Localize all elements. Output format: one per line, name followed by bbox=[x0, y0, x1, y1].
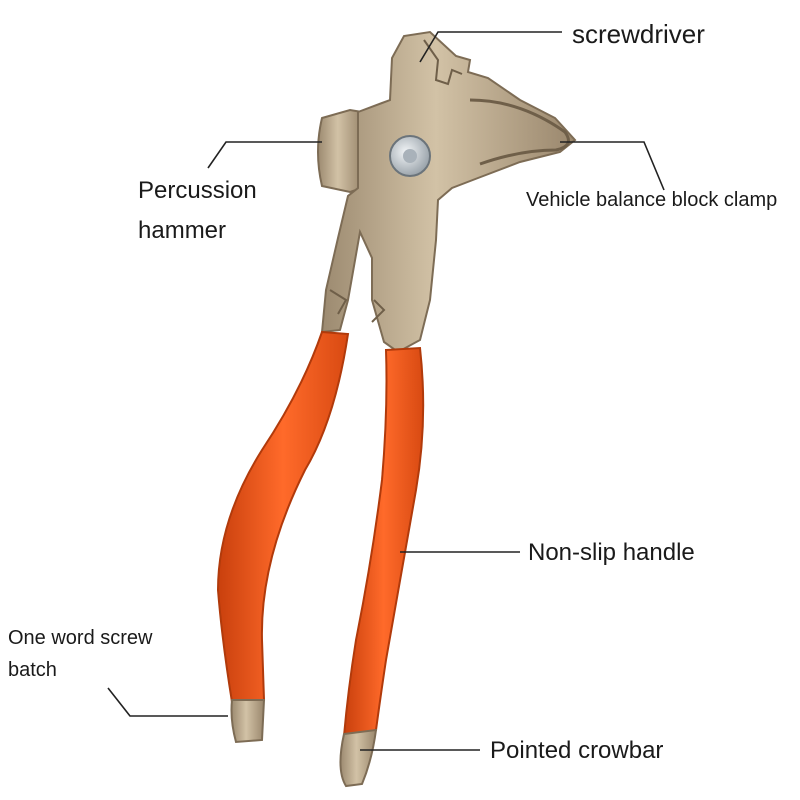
jaw-notches bbox=[329, 289, 386, 323]
percussion-hammer-head bbox=[317, 108, 363, 194]
leader-screw-batch bbox=[107, 687, 228, 717]
label-screw-batch-line2: batch bbox=[8, 659, 57, 681]
leader-screwdriver bbox=[419, 31, 562, 63]
label-pointed-crowbar: Pointed crowbar bbox=[490, 737, 664, 764]
label-percussion-hammer-line2: hammer bbox=[138, 217, 227, 244]
tool-head bbox=[317, 30, 577, 354]
left-handle bbox=[216, 330, 350, 744]
right-handle bbox=[339, 346, 425, 788]
pivot-bolt-center bbox=[403, 149, 417, 163]
leader-balance-clamp bbox=[560, 141, 665, 191]
label-balance-clamp: Vehicle balance block clamp bbox=[526, 189, 778, 211]
tool-body-plate bbox=[320, 30, 577, 354]
right-handle-grip bbox=[342, 346, 425, 738]
left-handle-grip bbox=[216, 330, 350, 704]
label-screwdriver: screwdriver bbox=[572, 19, 705, 49]
leader-lines bbox=[107, 31, 665, 751]
label-non-slip-handle: Non-slip handle bbox=[528, 539, 695, 566]
screwdriver-tip bbox=[423, 39, 463, 86]
label-screw-batch-line1: One word screw bbox=[8, 627, 153, 649]
left-handle-tip bbox=[230, 699, 266, 744]
right-handle-tip bbox=[339, 728, 378, 788]
leader-percussion-hammer bbox=[207, 141, 322, 169]
balance-clamp-jaw bbox=[469, 98, 570, 166]
label-percussion-hammer-line1: Percussion bbox=[138, 177, 257, 204]
